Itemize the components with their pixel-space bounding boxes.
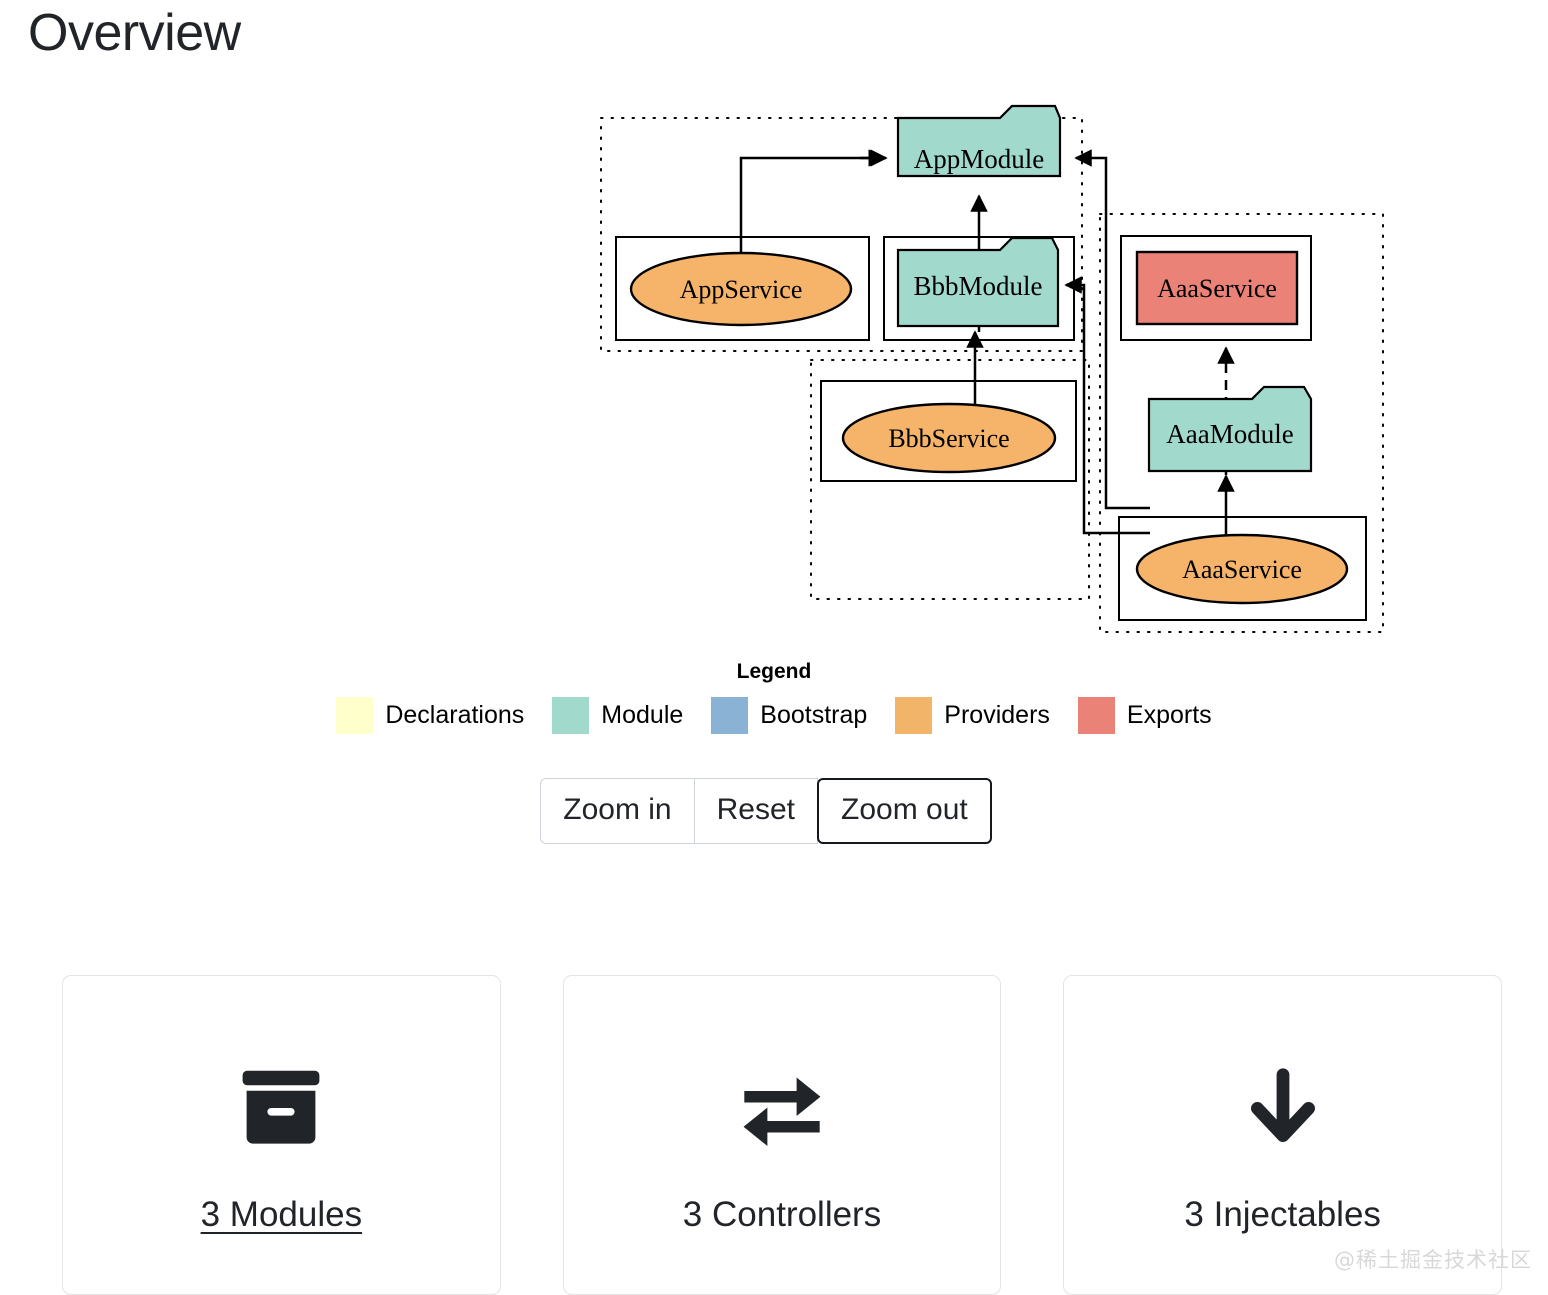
zoom-reset-button[interactable]: Reset: [693, 778, 818, 844]
stat-card-injectables-label: 3 Injectables: [1184, 1195, 1381, 1234]
legend-item-exports: Exports: [1077, 697, 1212, 735]
node-aaamodule-label: AaaModule: [1166, 419, 1293, 449]
legend-item-providers: Providers: [895, 697, 1050, 735]
cluster-app-boundary: [600, 117, 1083, 352]
cluster-aaa-boundary: [1099, 213, 1384, 633]
legend-label-bootstrap: Bootstrap: [760, 701, 868, 730]
edge-aaamodule-bbbmodule: [1064, 276, 1150, 535]
node-bbbservice[interactable]: BbbService: [841, 402, 1057, 474]
node-aaaservice-export[interactable]: AaaService: [1135, 250, 1299, 326]
stat-card-controllers-label: 3 Controllers: [682, 1195, 882, 1234]
zoom-out-button[interactable]: Zoom out: [817, 778, 992, 844]
edge-aaamodule-appmodule: [1074, 149, 1150, 510]
node-aaamodule[interactable]: AaaModule: [1147, 385, 1313, 473]
legend-items: Declarations Module Bootstrap Providers …: [0, 697, 1548, 735]
legend-swatch-bootstrap: [711, 697, 749, 735]
archive-icon: [233, 1058, 329, 1154]
node-appmodule-label: AppModule: [914, 144, 1045, 174]
zoom-button-group: Zoom in Reset Zoom out: [540, 778, 992, 844]
legend-swatch-exports: [1077, 697, 1115, 735]
legend-label-module: Module: [601, 701, 684, 730]
node-aaaservice-provider-label: AaaService: [1182, 555, 1302, 584]
watermark: @稀土掘金技术社区: [1334, 1248, 1532, 1272]
dependency-graph-svg[interactable]: AppModule BbbModule AaaModule AppService…: [0, 96, 1548, 656]
legend-item-bootstrap: Bootstrap: [711, 697, 868, 735]
node-appmodule[interactable]: AppModule: [896, 104, 1062, 178]
legend-item-module: Module: [552, 697, 684, 735]
module-dependency-diagram[interactable]: AppModule BbbModule AaaModule AppService…: [0, 96, 1548, 656]
legend-swatch-providers: [895, 697, 933, 735]
legend-swatch-module: [552, 697, 590, 735]
cluster-bbb-boundary: [810, 359, 1090, 600]
legend-label-providers: Providers: [944, 701, 1050, 730]
node-aaaservice-export-label: AaaService: [1157, 274, 1277, 303]
edge-appservice-appmodule: [739, 149, 888, 291]
node-bbbmodule[interactable]: BbbModule: [896, 236, 1060, 328]
node-appservice-label: AppService: [680, 275, 803, 304]
node-bbbmodule-label: BbbModule: [913, 271, 1042, 301]
page-title: Overview: [28, 4, 241, 62]
stat-card-modules[interactable]: 3 Modules: [62, 975, 501, 1295]
legend-item-declarations: Declarations: [336, 697, 525, 735]
stat-card-modules-label[interactable]: 3 Modules: [200, 1195, 363, 1234]
legend-label-declarations: Declarations: [385, 701, 525, 730]
legend-label-exports: Exports: [1126, 701, 1212, 730]
arrow-down-icon: [1235, 1058, 1331, 1154]
zoom-controls: Zoom in Reset Zoom out: [0, 778, 1548, 844]
node-aaaservice-provider[interactable]: AaaService: [1135, 533, 1349, 605]
stat-cards: 3 Modules 3 Controllers 3 Injectables: [62, 975, 1503, 1295]
legend-title: Legend: [736, 660, 812, 683]
stat-card-injectables[interactable]: 3 Injectables: [1063, 975, 1503, 1295]
node-appservice[interactable]: AppService: [629, 251, 853, 327]
stat-card-controllers[interactable]: 3 Controllers: [562, 975, 1002, 1295]
legend: Legend Declarations Module Bootstrap Pro…: [0, 660, 1548, 735]
legend-swatch-declarations: [336, 697, 374, 735]
swap-arrows-icon: [732, 1058, 832, 1154]
zoom-in-button[interactable]: Zoom in: [540, 778, 695, 844]
node-bbbservice-label: BbbService: [888, 424, 1009, 453]
